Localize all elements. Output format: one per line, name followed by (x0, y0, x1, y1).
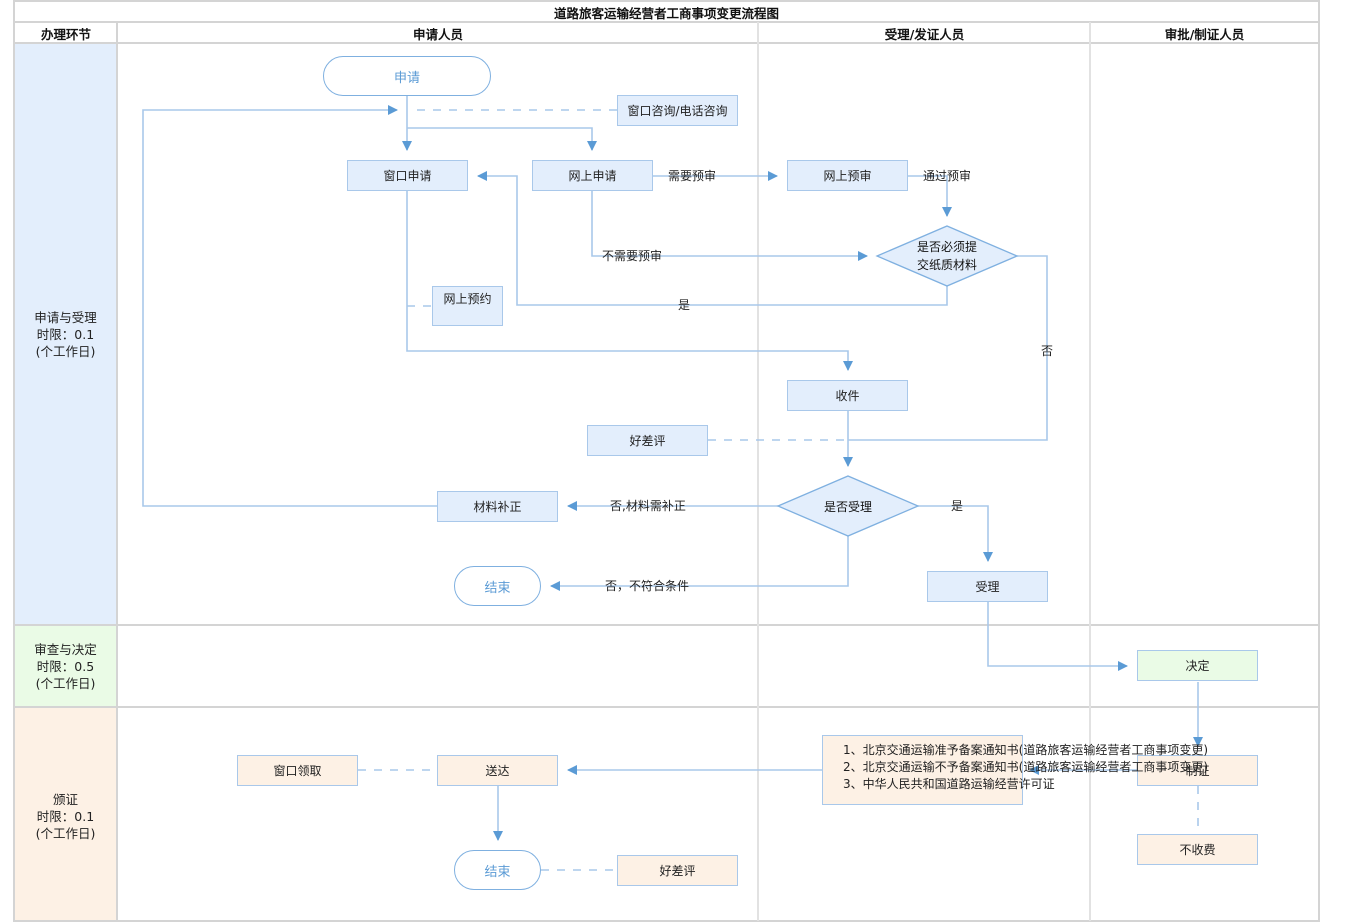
end-terminal-2[interactable]: 结束 (454, 850, 541, 890)
decision-accept-shape (776, 475, 920, 537)
edge-start-online-apply (407, 127, 597, 151)
edge-paper-no (848, 255, 1048, 441)
decision-paper-required-shape (875, 225, 1019, 287)
documents-node[interactable]: 1、北京交通运输准予备案通知书(道路旅客运输经营者工商事项变更) 2、北京交通运… (822, 735, 1209, 805)
document-item: 1、北京交通运输准予备案通知书(道路旅客运输经营者工商事项变更) (843, 743, 1209, 757)
phase-limit: 时限：0.5 (36, 658, 95, 674)
column-header-applicant: 申请人员 (412, 26, 463, 42)
edge-not-qualified (550, 536, 849, 591)
edge-yes-accept (918, 505, 993, 562)
decide-node[interactable]: 决定 (1137, 650, 1258, 681)
phase-name: 审查与决定 (34, 641, 97, 657)
edge-label-pass-precheck: 通过预审 (923, 169, 972, 183)
edge-paper-yes (477, 171, 948, 306)
outer-border (13, 0, 1320, 922)
phase-name: 颁证 (52, 792, 78, 807)
make-cert-node[interactable]: 制证 (1137, 755, 1258, 786)
phase-review-decide: 审查与决定 时限：0.5 (个工作日) (15, 626, 116, 706)
phase-apply-accept: 申请与受理 时限：0.1 (个工作日) (15, 44, 116, 624)
edge-accept-decide (987, 601, 1128, 671)
edge-label-need-precheck: 需要预审 (668, 169, 717, 183)
accept-node[interactable]: 受理 (927, 571, 1048, 602)
edge-label-yes-accept: 是 (951, 499, 964, 513)
phase-limit: 时限：0.1 (36, 326, 95, 342)
column-header-acceptor: 受理/发证人员 (884, 26, 965, 42)
edge-supplement-restart (142, 105, 437, 507)
rating-node-2[interactable]: 好差评 (617, 855, 738, 886)
phase-certificate: 颁证 时限：0.1 (个工作日) (15, 708, 116, 920)
deliver-node[interactable]: 送达 (437, 755, 558, 786)
window-pickup-node[interactable]: 窗口领取 (237, 755, 358, 786)
phase-unit: (个工作日) (35, 343, 96, 359)
receive-node[interactable]: 收件 (787, 380, 908, 411)
decision-paper-required[interactable]: 是否必须提 交纸质材料 (877, 236, 1017, 276)
document-item: 2、北京交通运输不予备案通知书(道路旅客运输经营者工商事项变更) (843, 760, 1209, 774)
edge-window-receive (406, 191, 853, 371)
no-fee-node[interactable]: 不收费 (1137, 834, 1258, 865)
decision-accept[interactable]: 是否受理 (823, 499, 872, 514)
supplement-node[interactable]: 材料补正 (437, 491, 558, 522)
edge-label-paper-no: 否 (1041, 344, 1054, 358)
edge-no-precheck (591, 191, 868, 261)
column-header-approver: 审批/制证人员 (1164, 26, 1245, 42)
decision-line: 是否必须提 (916, 240, 977, 254)
start-terminal[interactable]: 申请 (323, 56, 491, 96)
end-terminal-1[interactable]: 结束 (454, 566, 541, 606)
rating-node-1[interactable]: 好差评 (587, 425, 708, 456)
document-item: 3、中华人民共和国道路运输经营许可证 (843, 777, 1055, 791)
phase-limit: 时限：0.1 (36, 809, 95, 824)
edge-label-need-supplement: 否,材料需补正 (610, 499, 686, 513)
phase-unit: (个工作日) (35, 826, 96, 841)
decision-line: 交纸质材料 (916, 258, 977, 272)
phase-name: 申请与受理 (34, 309, 97, 325)
window-apply-node[interactable]: 窗口申请 (347, 160, 468, 191)
phase-unit: (个工作日) (35, 675, 96, 691)
online-booking-node[interactable]: 网上预约 (432, 286, 503, 326)
consult-node[interactable]: 窗口咨询/电话咨询 (617, 95, 738, 126)
chart-title: 道路旅客运输经营者工商事项变更流程图 (553, 5, 779, 21)
online-precheck-node[interactable]: 网上预审 (787, 160, 908, 191)
online-apply-node[interactable]: 网上申请 (532, 160, 653, 191)
edge-label-no-precheck: 不需要预审 (602, 249, 663, 263)
edge-pass-precheck (908, 175, 952, 217)
edge-label-not-qualified: 否，不符合条件 (605, 579, 690, 593)
column-header-stage: 办理环节 (40, 26, 91, 42)
edge-label-paper-yes: 是 (678, 298, 691, 312)
